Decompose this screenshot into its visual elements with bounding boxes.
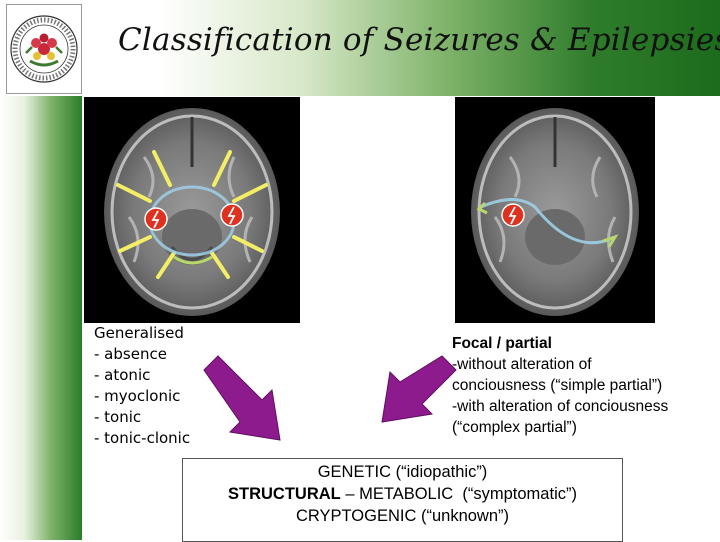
metabolic-label: – METABOLIC (“symptomatic”) [340,485,577,503]
seizure-focus-icon [144,207,168,231]
generalised-brain-scan [84,97,300,323]
list-item: - myoclonic [94,387,181,405]
focal-brain-scan [455,97,655,323]
etiology-genetic: GENETIC (“idiopathic”) [317,463,488,481]
structural-label: STRUCTURAL [228,485,341,503]
focal-heading: Focal / partial [452,335,552,352]
list-item: -without alteration of [452,356,592,373]
list-item: -with alteration of conciousness [452,398,669,415]
society-seal-icon [10,15,78,83]
etiology-cryptogenic: CRYPTOGENIC (“unknown”) [295,507,510,525]
generalised-heading: Generalised [94,324,184,342]
down-right-arrow-icon [203,355,281,441]
seizure-focus-icon [501,203,525,227]
title-banner [0,0,720,96]
down-left-arrow-icon [381,355,457,423]
focal-list: Focal / partial -without alteration of c… [452,333,668,438]
side-gradient-bar [0,96,82,540]
list-item: (“complex partial”) [452,419,577,436]
etiology-box: GENETIC (“idiopathic”) STRUCTURAL – META… [182,458,623,542]
list-item: - tonic-clonic [94,429,191,447]
list-item: - tonic [94,408,142,426]
page-title: Classification of Seizures & Epilepsies [118,22,720,58]
etiology-structural: STRUCTURAL – METABOLIC (“symptomatic”) [183,483,622,505]
logo [6,4,82,94]
seizure-focus-icon [220,203,244,227]
list-item: - absence [94,345,167,363]
list-item: conciousness (“simple partial”) [452,377,663,394]
list-item: - atonic [94,366,151,384]
generalised-list: Generalised - absence - atonic - myoclon… [90,323,195,451]
